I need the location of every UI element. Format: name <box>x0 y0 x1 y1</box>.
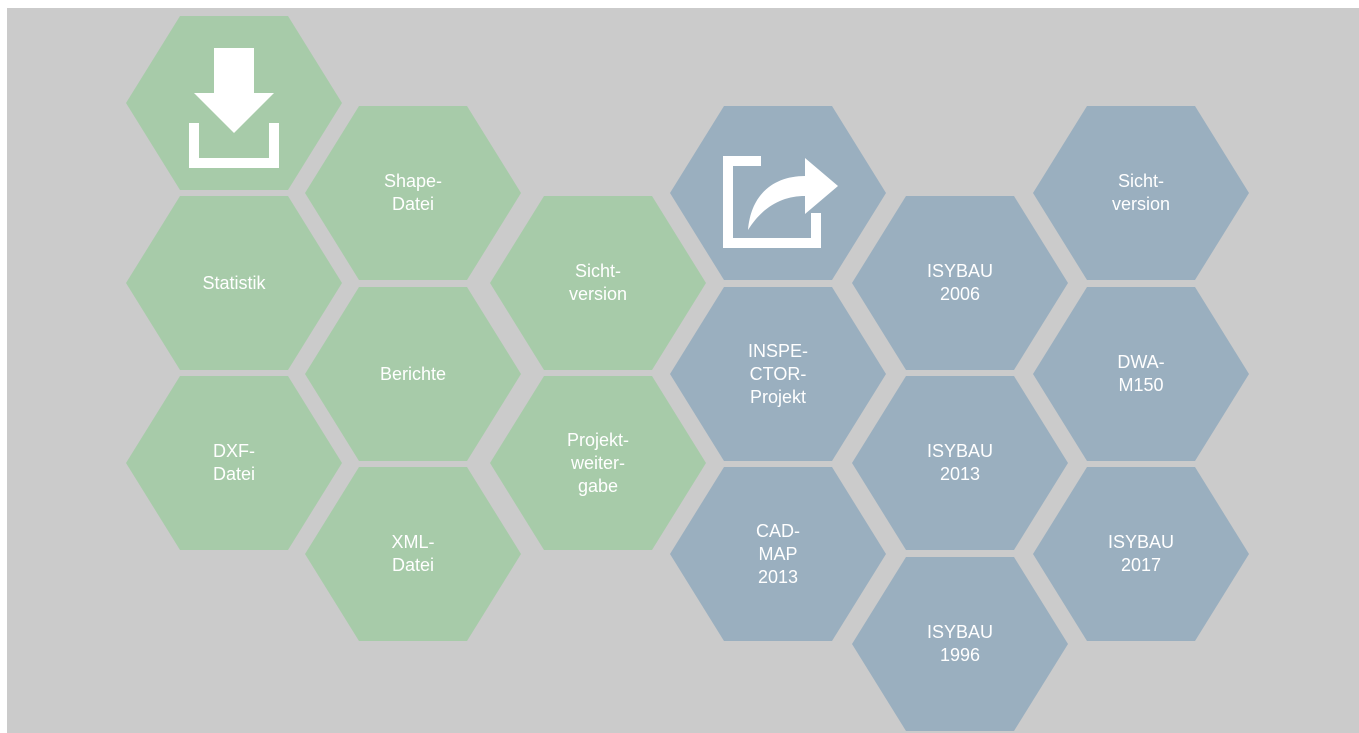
inspector-projekt-hex[interactable]: INSPE- CTOR- Projekt <box>670 287 886 461</box>
xml-datei-label: XML- Datei <box>391 532 435 575</box>
isybau-1996-label: ISYBAU 1996 <box>926 622 994 665</box>
shape-datei-label: Shape- Datei <box>383 171 443 214</box>
export-hex[interactable] <box>670 106 886 280</box>
isybau-2017-hex[interactable]: ISYBAU 2017 <box>1033 467 1249 641</box>
export-sichtversion-hex[interactable]: Sicht- version <box>1033 106 1249 280</box>
share-export-icon <box>713 138 843 248</box>
isybau-2006-hex[interactable]: ISYBAU 2006 <box>852 196 1068 370</box>
import-sichtversion-hex[interactable]: Sicht- version <box>490 196 706 370</box>
shape-datei-hex[interactable]: Shape- Datei <box>305 106 521 280</box>
hex-menu-canvas: Shape- Datei Statistik Berichte Sicht- v… <box>7 8 1359 733</box>
download-icon <box>179 38 289 168</box>
projektweitergabe-label: Projekt- weiter- gabe <box>566 429 629 496</box>
dxf-datei-hex[interactable]: DXF- Datei <box>126 376 342 550</box>
isybau-1996-hex[interactable]: ISYBAU 1996 <box>852 557 1068 731</box>
import-sichtversion-label: Sicht- version <box>568 261 628 304</box>
cad-map-2013-hex[interactable]: CAD- MAP 2013 <box>670 467 886 641</box>
isybau-2017-label: ISYBAU 2017 <box>1107 532 1175 575</box>
berichte-hex[interactable]: Berichte <box>305 287 521 461</box>
isybau-2006-label: ISYBAU 2006 <box>926 261 994 304</box>
dxf-datei-label: DXF- Datei <box>212 441 256 484</box>
projektweitergabe-hex[interactable]: Projekt- weiter- gabe <box>490 376 706 550</box>
statistik-label: Statistik <box>202 272 266 293</box>
statistik-hex[interactable]: Statistik <box>126 196 342 370</box>
import-hex[interactable] <box>126 16 342 190</box>
dwa-m150-label: DWA- M150 <box>1117 352 1165 395</box>
xml-datei-hex[interactable]: XML- Datei <box>305 467 521 641</box>
inspector-projekt-label: INSPE- CTOR- Projekt <box>747 340 808 407</box>
isybau-2013-hex[interactable]: ISYBAU 2013 <box>852 376 1068 550</box>
cad-map-2013-label: CAD- MAP 2013 <box>756 520 800 587</box>
export-sichtversion-label: Sicht- version <box>1111 171 1171 214</box>
dwa-m150-hex[interactable]: DWA- M150 <box>1033 287 1249 461</box>
isybau-2013-label: ISYBAU 2013 <box>926 441 994 484</box>
berichte-label: Berichte <box>379 363 447 384</box>
